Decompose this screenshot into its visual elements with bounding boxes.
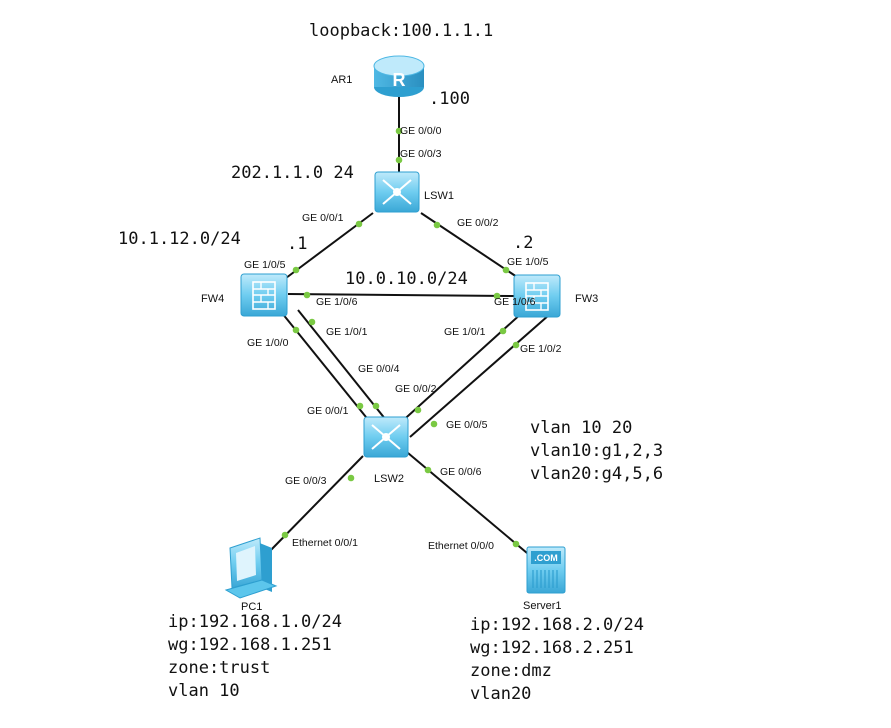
pc1-note-line: zone:trust (168, 658, 270, 678)
port-dot (292, 266, 300, 274)
port-dot (512, 341, 520, 349)
fw3-label: FW3 (575, 293, 598, 305)
vlan-note-line: vlan10:g1,2,3 (530, 441, 663, 461)
server-icon: .COM (526, 546, 566, 594)
firewall-icon (240, 273, 288, 317)
port-label: GE 0/0/5 (446, 419, 488, 431)
pc1-label: PC1 (241, 601, 262, 613)
port-dot (502, 266, 510, 274)
lsw1-device[interactable] (374, 171, 420, 213)
lsw2-label: LSW2 (374, 473, 404, 485)
port-label: GE 1/0/6 (494, 296, 536, 308)
svg-text:R: R (393, 70, 406, 90)
pc1-device[interactable] (224, 537, 278, 599)
wan-network-note: 202.1.1.0 24 (231, 163, 354, 183)
port-label: GE 0/0/0 (400, 125, 442, 137)
vlan-note-line: vlan20:g4,5,6 (530, 464, 663, 484)
server1-device[interactable]: .COM (526, 546, 566, 594)
ar1-device[interactable]: R (373, 55, 425, 97)
port-label: GE 0/0/2 (395, 383, 437, 395)
lsw1-label: LSW1 (424, 190, 454, 202)
port-label: GE 1/0/0 (247, 337, 289, 349)
port-dot (347, 474, 355, 482)
port-label: GE 0/0/3 (400, 148, 442, 160)
port-dot (355, 220, 363, 228)
port-label: GE 0/0/1 (302, 212, 344, 224)
fw-link-network-note: 10.0.10.0/24 (345, 269, 468, 289)
port-label: Ethernet 0/0/0 (428, 540, 494, 552)
port-labels: GE 0/0/0 GE 0/0/3 GE 0/0/1 GE 0/0/2 GE 1… (244, 125, 562, 552)
port-dot (395, 156, 403, 164)
port-label: GE 1/0/5 (507, 256, 549, 268)
server-badge: .COM (534, 553, 558, 563)
port-label: GE 1/0/6 (316, 296, 358, 308)
port-label: GE 1/0/1 (326, 326, 368, 338)
port-dot (433, 221, 441, 229)
fw4-address-note: .1 (287, 234, 307, 254)
port-dot (493, 292, 501, 300)
port-dot (303, 291, 311, 299)
server1-note-line: zone:dmz (470, 661, 552, 681)
switch-icon (363, 416, 409, 458)
port-label: GE 0/0/4 (358, 363, 400, 375)
server1-note-line: wg:192.168.2.251 (470, 638, 634, 658)
pc-icon (224, 537, 278, 599)
port-dots (281, 127, 520, 548)
firewall-icon (513, 274, 561, 318)
port-label: GE 0/0/3 (285, 475, 327, 487)
fw4-label: FW4 (201, 293, 224, 305)
ar1-label: AR1 (331, 74, 352, 86)
ar1-address-note: .100 (429, 89, 470, 109)
pc1-note-line: vlan 10 (168, 681, 240, 701)
fw4-device[interactable] (240, 273, 288, 317)
link-fw4-fw3 (287, 293, 516, 297)
port-label: GE 0/0/1 (307, 405, 349, 417)
server1-label: Server1 (523, 600, 562, 612)
vlan-note-line: vlan 10 20 (530, 418, 632, 438)
port-dot (292, 326, 300, 334)
port-dot (424, 466, 432, 474)
pc1-note-line: wg:192.168.1.251 (168, 635, 332, 655)
port-dot (281, 531, 289, 539)
port-label: GE 1/0/5 (244, 259, 286, 271)
router-icon: R (373, 55, 425, 97)
pc1-note-line: ip:192.168.1.0/24 (168, 612, 342, 632)
server1-note-line: ip:192.168.2.0/24 (470, 615, 644, 635)
port-dot (356, 402, 364, 410)
server1-note-line: vlan20 (470, 684, 531, 704)
port-label: GE 0/0/2 (457, 217, 499, 229)
fw4-network-note: 10.1.12.0/24 (118, 229, 241, 249)
fw3-device[interactable] (513, 274, 561, 318)
port-label: Ethernet 0/0/1 (292, 537, 358, 549)
link-fw3-lsw2-b (409, 314, 550, 438)
port-dot (499, 327, 507, 335)
port-label: GE 0/0/6 (440, 466, 482, 478)
port-dot (430, 420, 438, 428)
link-fw4-lsw2-b (297, 309, 387, 421)
port-dot (512, 540, 520, 548)
switch-icon (374, 171, 420, 213)
port-dot (414, 406, 422, 414)
port-label: GE 1/0/2 (520, 343, 562, 355)
port-dot (308, 318, 316, 326)
fw3-address-note: .2 (513, 233, 533, 253)
loopback-note: loopback:100.1.1.1 (309, 21, 493, 41)
port-label: GE 1/0/1 (444, 326, 486, 338)
port-dot (395, 127, 403, 135)
port-dot (372, 402, 380, 410)
lsw2-device[interactable] (363, 416, 409, 458)
